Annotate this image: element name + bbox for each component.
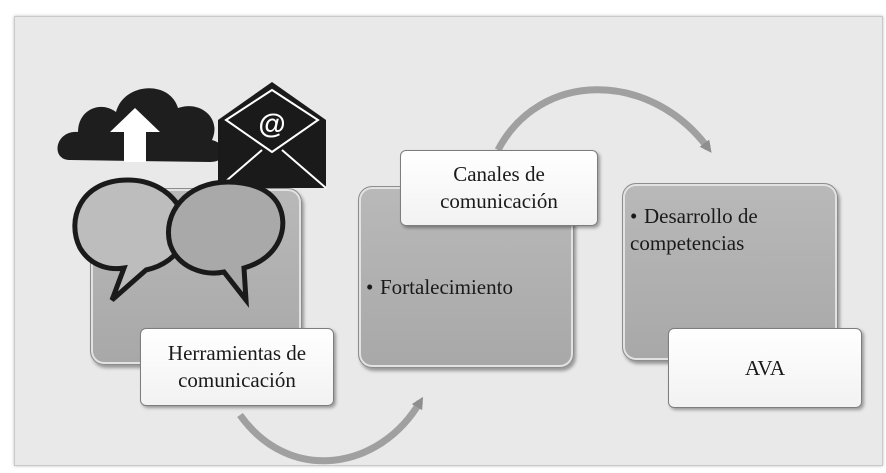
cloud-upload-icon (57, 88, 225, 162)
svg-text:@: @ (258, 108, 285, 139)
email-envelope-icon: @ (217, 82, 327, 189)
step3-bullet: •Desarrollo de competencias (630, 204, 758, 255)
bottom-connector-arrow (237, 396, 424, 465)
step2-bullet: •Fortalecimiento (366, 275, 513, 299)
speech-bubbles-icon (72, 177, 286, 308)
step3-caption: AVA (668, 328, 862, 408)
step2-caption: Canales de comunicación (400, 150, 598, 226)
top-connector-arrow (494, 86, 712, 153)
step1-caption: Herramientas de comunicación (140, 328, 334, 406)
